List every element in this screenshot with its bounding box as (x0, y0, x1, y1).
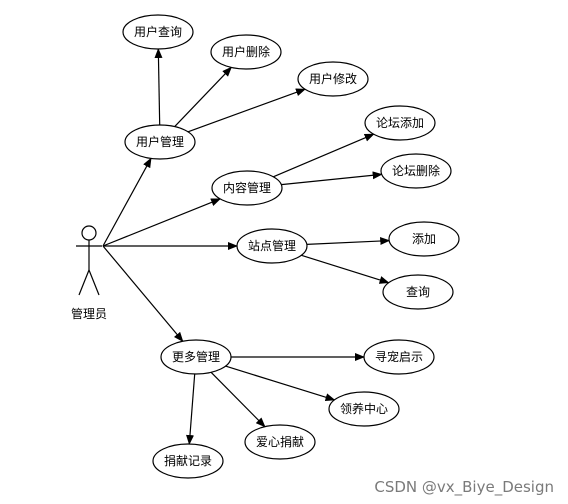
actor-admin[interactable]: 管理员 (71, 225, 107, 321)
use-case-forum-delete[interactable]: 论坛删除 (380, 153, 452, 189)
use-case-ellipse (380, 153, 452, 189)
use-case-label: 查询 (406, 285, 430, 299)
association-content-mgmt-to-forum-add (273, 133, 375, 178)
association-site-mgmt-to-query (301, 254, 390, 284)
use-case-label: 领养中心 (340, 401, 388, 416)
actor-head (81, 225, 97, 241)
association-more-mgmt-to-donation-record (186, 373, 196, 445)
use-case-user-delete[interactable]: 用户删除 (210, 34, 282, 70)
use-case-ellipse (297, 61, 369, 97)
association-admin-to-user-mgmt (102, 157, 152, 247)
association-user-mgmt-to-user-modify (187, 88, 306, 133)
use-case-ellipse (364, 105, 436, 141)
association-content-mgmt-to-forum-delete (281, 171, 383, 186)
use-case-ellipse (211, 170, 283, 206)
use-case-ellipse (152, 443, 224, 479)
use-case-ellipse (210, 34, 282, 70)
use-case-label: 捐献记录 (164, 453, 212, 468)
actor-label: 管理员 (71, 306, 107, 321)
associations-layer (102, 48, 391, 445)
use-case-ellipse (236, 228, 308, 264)
watermark: CSDN @vx_Biye_Design (374, 478, 554, 496)
association-user-mgmt-to-user-delete (174, 66, 232, 128)
use-case-query[interactable]: 查询 (382, 274, 454, 310)
use-case-label: 用户查询 (134, 24, 182, 39)
use-case-ellipse (388, 221, 460, 257)
use-case-add[interactable]: 添加 (388, 221, 460, 257)
use-case-ellipse (328, 391, 400, 427)
use-case-love-donation[interactable]: 爱心捐献 (244, 424, 316, 460)
use-case-label: 更多管理 (172, 349, 220, 364)
use-case-ellipse (124, 124, 196, 160)
use-case-ellipse (363, 339, 435, 375)
use-case-user-query[interactable]: 用户查询 (122, 14, 194, 50)
association-site-mgmt-to-add (306, 237, 391, 246)
use-case-ellipse (382, 274, 454, 310)
use-case-label: 爱心捐献 (256, 434, 304, 449)
use-case-more-mgmt[interactable]: 更多管理 (160, 339, 232, 375)
association-admin-to-content-mgmt (102, 198, 222, 247)
use-case-label: 论坛删除 (392, 163, 440, 178)
use-case-label: 用户管理 (136, 134, 184, 149)
use-case-ellipse (244, 424, 316, 460)
use-case-forum-add[interactable]: 论坛添加 (364, 105, 436, 141)
use-case-donation-record[interactable]: 捐献记录 (152, 443, 224, 479)
association-user-mgmt-to-user-query (154, 48, 163, 126)
use-case-label: 站点管理 (248, 238, 296, 253)
association-admin-to-more-mgmt (102, 245, 184, 343)
actor-right-leg (88, 269, 100, 296)
use-case-label: 内容管理 (223, 180, 271, 195)
use-case-user-modify[interactable]: 用户修改 (297, 61, 369, 97)
use-case-label: 添加 (412, 232, 436, 246)
use-case-ellipse (160, 339, 232, 375)
actor-left-leg (78, 269, 90, 296)
use-case-content-mgmt[interactable]: 内容管理 (211, 170, 283, 206)
association-more-mgmt-to-love-donation (210, 371, 266, 428)
use-case-user-mgmt[interactable]: 用户管理 (124, 124, 196, 160)
use-case-label: 寻宠启示 (375, 349, 423, 364)
use-case-pet-notice[interactable]: 寻宠启示 (363, 339, 435, 375)
use-case-adoption-center[interactable]: 领养中心 (328, 391, 400, 427)
use-case-ellipse (122, 14, 194, 50)
association-more-mgmt-to-adoption-center (225, 365, 336, 402)
use-case-label: 用户修改 (309, 71, 357, 86)
use-case-label: 用户删除 (222, 44, 270, 59)
use-case-site-mgmt[interactable]: 站点管理 (236, 228, 308, 264)
use-case-label: 论坛添加 (376, 116, 424, 130)
